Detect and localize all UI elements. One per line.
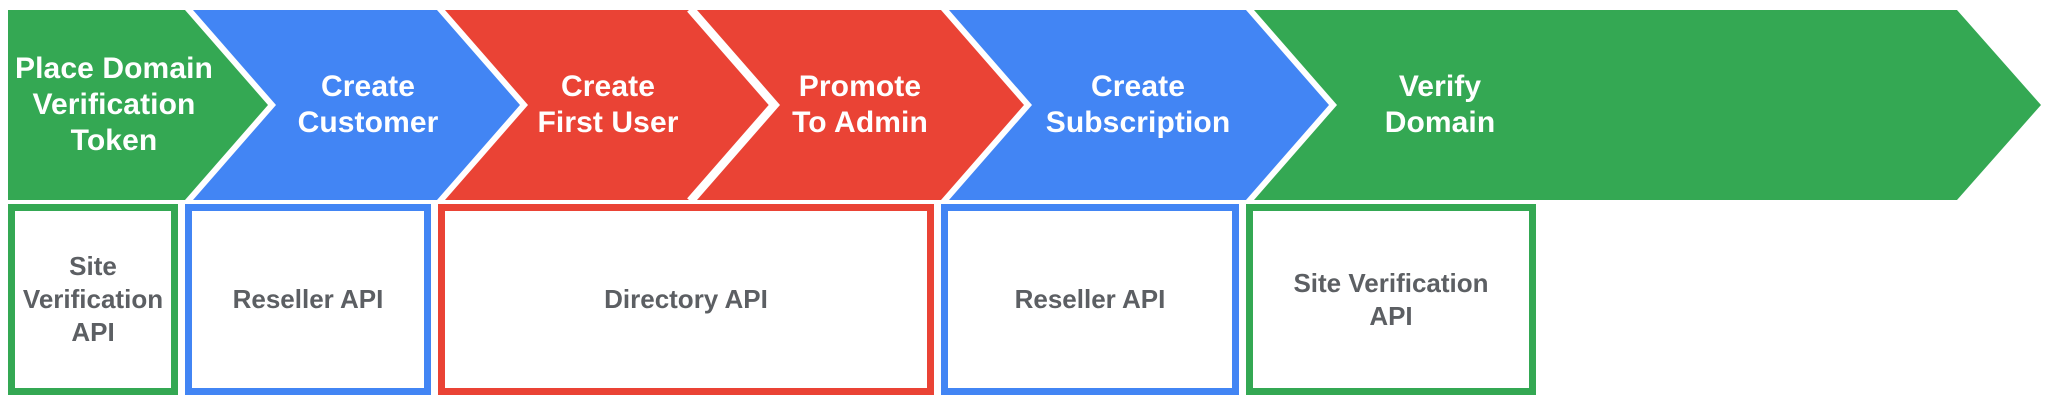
api-box-reseller-2[interactable]: Reseller API xyxy=(941,204,1239,395)
chevron-step-6[interactable] xyxy=(1254,10,2041,200)
api-box-site-verification-1[interactable]: Site Verification API xyxy=(8,204,178,395)
api-box-reseller-1[interactable]: Reseller API xyxy=(185,204,431,395)
chevron-step-1[interactable] xyxy=(8,10,268,200)
api-box-label: Site Verification API xyxy=(1293,267,1489,331)
api-box-label: Site Verification API xyxy=(22,251,164,347)
api-box-directory[interactable]: Directory API xyxy=(438,204,934,395)
api-box-label: Reseller API xyxy=(1014,284,1166,314)
chevron-step-3[interactable] xyxy=(445,10,772,200)
api-box-site-verification-2[interactable]: Site Verification API xyxy=(1246,204,1536,395)
chevron-step-4[interactable] xyxy=(697,10,1024,200)
chevron-step-5[interactable] xyxy=(949,10,1329,200)
chevron-step-2[interactable] xyxy=(193,10,520,200)
api-box-label: Directory API xyxy=(604,284,768,314)
api-box-label: Reseller API xyxy=(232,284,384,314)
chevron-divider-red xyxy=(687,8,776,202)
